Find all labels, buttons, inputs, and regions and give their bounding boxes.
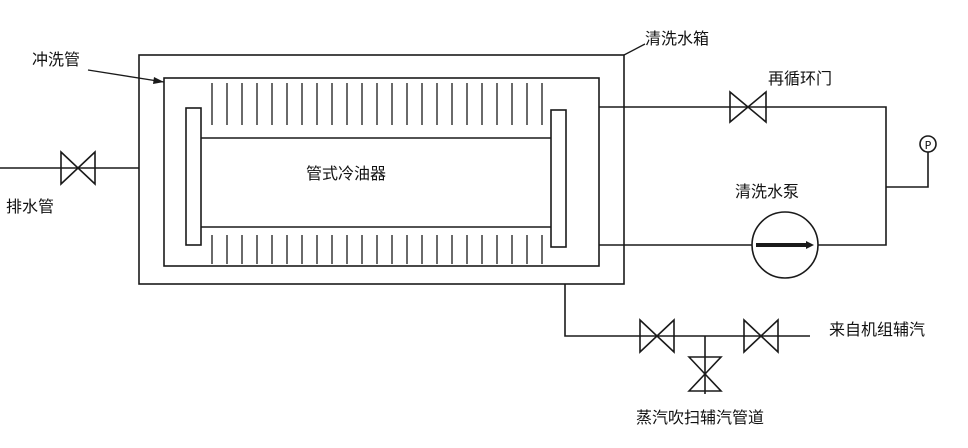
purge-valve[interactable] — [687, 356, 723, 392]
tube-sheet-right — [550, 109, 567, 248]
aux-steam-valve-2[interactable] — [743, 318, 779, 354]
aux-steam-valve-1[interactable] — [639, 318, 675, 354]
recirc-valve-label: 再循环门 — [768, 69, 833, 88]
pump-impeller-tip — [806, 241, 814, 249]
aux-steam-line — [564, 284, 810, 337]
drain-pipe-label: 排水管 — [6, 197, 55, 216]
recirc-pipe-line — [599, 106, 887, 246]
tube-sheet-left — [185, 107, 202, 246]
wash-pump-label: 清洗水泵 — [735, 182, 800, 201]
cooler-fins-top — [211, 83, 543, 125]
wash-tank-leader — [623, 43, 646, 56]
recirc-valve[interactable] — [729, 90, 767, 124]
flush-pipe-leader — [87, 69, 165, 83]
tube-oil-cooler — [185, 83, 567, 264]
pressure-gauge-label: P — [925, 139, 932, 152]
wash-tank-outer — [138, 54, 625, 285]
drain-valve[interactable] — [60, 150, 96, 186]
wash-pump[interactable] — [751, 211, 819, 279]
gauge-line — [886, 152, 929, 188]
flush-pipe-label: 冲洗管 — [32, 50, 81, 69]
wash-tank-label: 清洗水箱 — [645, 29, 710, 48]
cooler-fins-bottom — [211, 235, 543, 264]
steam-purge-label: 蒸汽吹扫辅汽管道 — [636, 408, 765, 427]
pressure-gauge — [919, 135, 937, 153]
cooler-label: 管式冷油器 — [306, 164, 387, 183]
wash-tank-inner — [163, 77, 600, 267]
aux-steam-label: 来自机组辅汽 — [829, 320, 926, 339]
flush-pipe-arrowhead — [153, 77, 164, 84]
